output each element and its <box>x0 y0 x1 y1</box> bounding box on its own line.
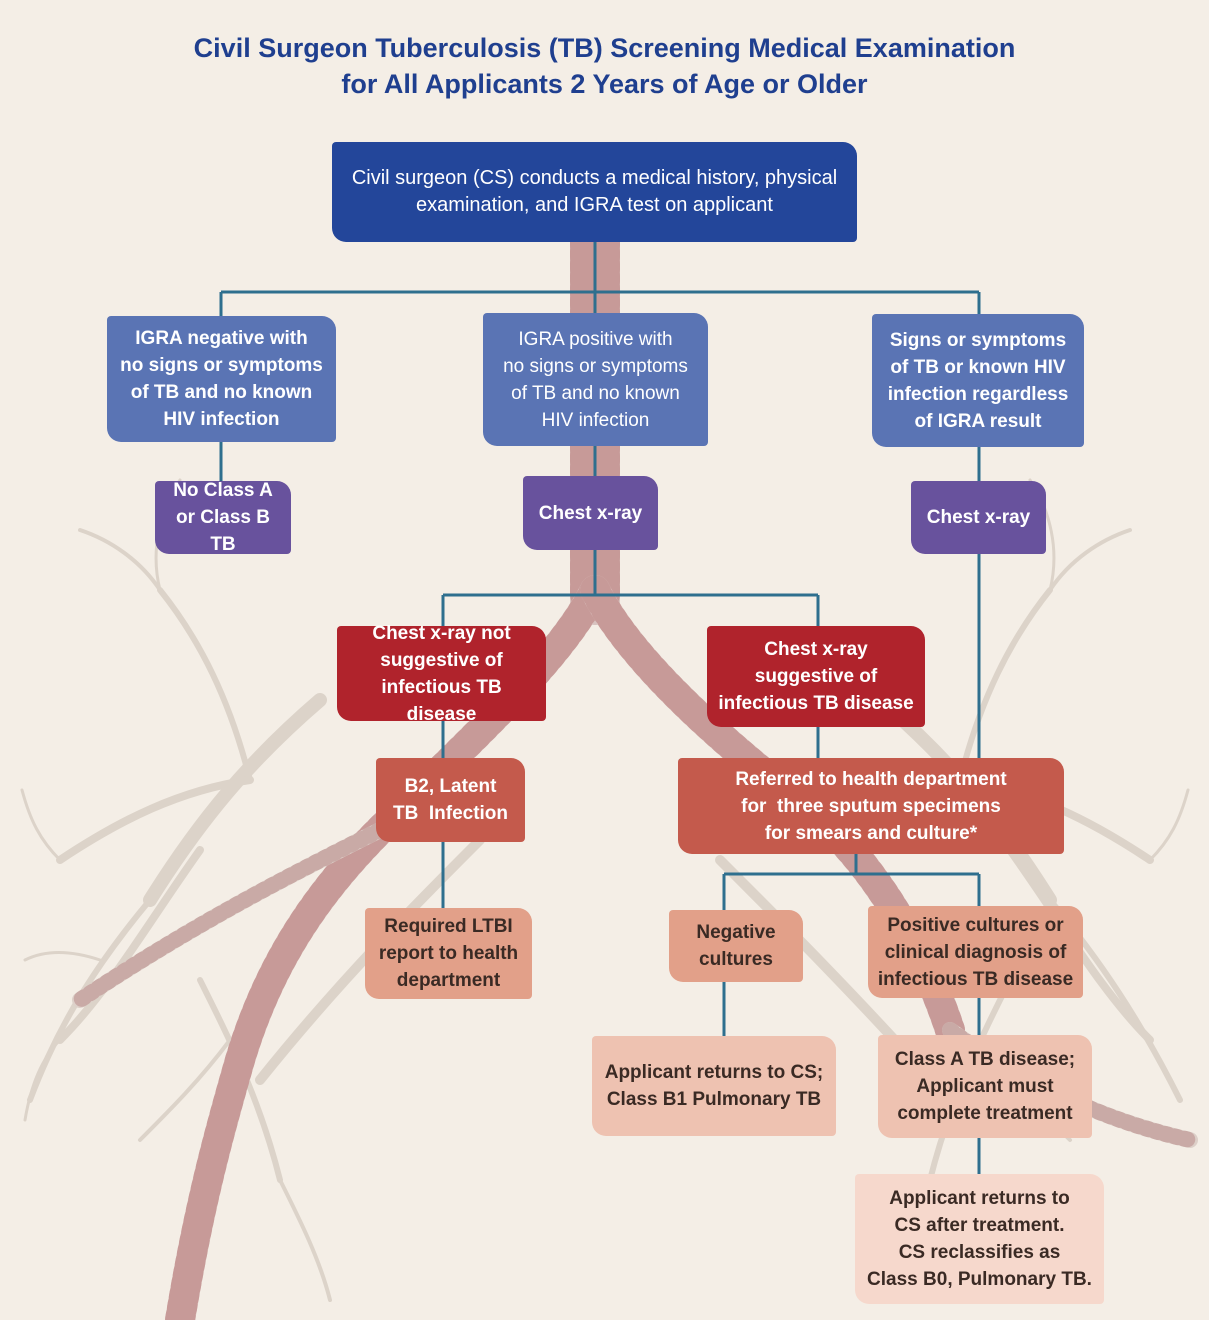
node-line: Negative <box>696 922 776 943</box>
node-line: or Class B TB <box>176 507 270 555</box>
node-line: Chest x-ray <box>764 639 868 660</box>
node-line: CS reclassifies as <box>898 1242 1061 1263</box>
node-line: Chest x-ray <box>538 502 643 524</box>
node-line: IGRA positive with <box>518 328 673 350</box>
node-line: Class B0, Pulmonary TB. <box>867 1269 1092 1290</box>
node-line: clinical diagnosis of <box>884 941 1067 963</box>
node-positive-cultures: Positive cultures or clinical diagnosis … <box>868 906 1083 998</box>
node-line: Applicant returns to <box>889 1188 1070 1209</box>
node-line: Civil surgeon (CS) conducts a medical hi… <box>351 167 838 189</box>
flow-connectors <box>219 240 981 1174</box>
page-title: Civil Surgeon Tuberculosis (TB) Screenin… <box>0 30 1209 102</box>
node-b2-latent: B2, Latent TB Infection <box>376 758 525 842</box>
node-line: for three sputum specimens <box>741 795 1001 817</box>
node-referred: Referred to health department for three … <box>678 758 1064 854</box>
node-chest-xray-middle: Chest x-ray <box>523 476 658 550</box>
node-line: HIV infection <box>163 409 280 430</box>
node-line: Positive cultures or <box>887 914 1064 936</box>
node-chest-xray-right: Chest x-ray <box>911 481 1046 554</box>
node-line: No Class A <box>173 480 273 501</box>
node-line: CS after treatment. <box>894 1215 1065 1236</box>
node-line: Applicant returns to CS; <box>604 1062 824 1083</box>
node-line: TB Infection <box>392 803 509 824</box>
node-no-class: No Class A or Class B TB <box>155 480 291 555</box>
node-ltbi-report: Required LTBI report to health departmen… <box>365 908 532 999</box>
node-line: infectious TB disease <box>381 676 502 725</box>
node-line: examination, and IGRA test on applicant <box>416 194 773 216</box>
node-igra-positive: IGRA positive with no signs or symptoms … <box>483 313 708 446</box>
node-line: infection regardless <box>887 383 1069 405</box>
node-reclassify-b0: Applicant returns to CS after treatment.… <box>855 1174 1104 1304</box>
node-negative-cultures: Negative cultures <box>669 910 803 982</box>
node-line: Chest x-ray <box>926 507 1031 528</box>
node-line: of TB and no known <box>130 382 313 403</box>
title-line-2: for All Applicants 2 Years of Age or Old… <box>341 69 868 99</box>
node-line: report to health <box>378 943 519 964</box>
node-line: of TB and no known <box>511 382 680 404</box>
node-signs-symptoms: Signs or symptoms of TB or known HIV inf… <box>872 314 1084 447</box>
node-line: infectious TB disease <box>718 693 914 714</box>
node-line: Chest x-ray not <box>372 622 511 644</box>
node-line: Applicant must <box>916 1076 1054 1097</box>
node-line: infectious TB disease <box>877 968 1074 990</box>
node-line: suggestive of <box>754 666 878 687</box>
node-line: Referred to health department <box>735 768 1007 790</box>
node-class-a: Class A TB disease; Applicant must compl… <box>878 1035 1092 1138</box>
node-line: HIV infection <box>541 409 650 431</box>
node-line: Class B1 Pulmonary TB <box>606 1089 822 1110</box>
node-line: Signs or symptoms <box>889 329 1067 351</box>
node-line: IGRA negative with <box>135 328 308 349</box>
node-line: of TB or known HIV <box>890 356 1066 378</box>
node-line: department <box>396 970 501 991</box>
title-line-1: Civil Surgeon Tuberculosis (TB) Screenin… <box>193 33 1016 63</box>
node-line: complete treatment <box>897 1103 1073 1124</box>
node-igra-negative: IGRA negative with no signs or symptoms … <box>107 316 336 442</box>
node-xray-not-suggestive: Chest x-ray not suggestive of infectious… <box>337 623 546 725</box>
node-line: Required LTBI <box>384 916 513 937</box>
node-line: of IGRA result <box>914 410 1042 432</box>
node-line: suggestive of <box>380 649 503 671</box>
node-line: for smears and culture* <box>764 822 978 844</box>
node-line: no signs or symptoms <box>503 355 688 377</box>
node-line: no signs or symptoms <box>120 355 323 376</box>
node-line: B2, Latent <box>404 776 497 797</box>
node-cs-exam: Civil surgeon (CS) conducts a medical hi… <box>332 142 857 242</box>
node-line: Class A TB disease; <box>894 1049 1076 1070</box>
node-line: cultures <box>699 949 773 970</box>
node-xray-suggestive: Chest x-ray suggestive of infectious TB … <box>707 626 925 727</box>
node-returns-b1: Applicant returns to CS; Class B1 Pulmon… <box>592 1036 836 1136</box>
